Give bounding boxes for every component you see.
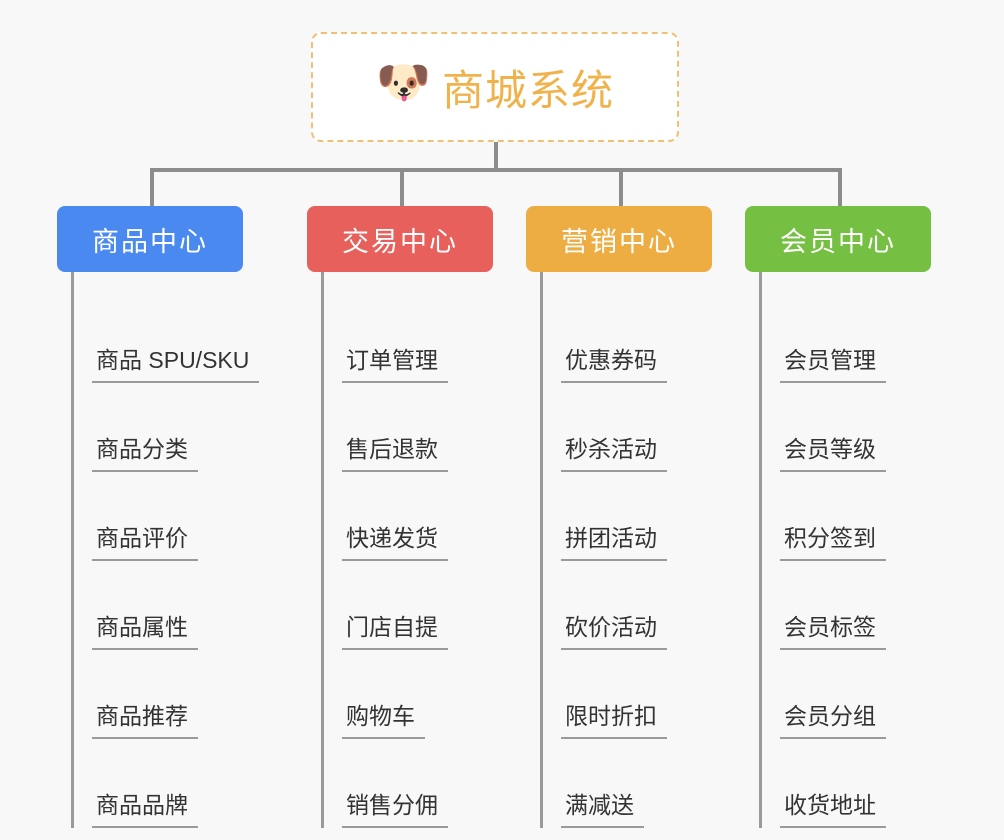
connector-drop-3 (619, 168, 623, 206)
list-item[interactable]: 秒杀活动 (543, 383, 712, 472)
leaf-label: 门店自提 (342, 613, 448, 650)
leaf-label: 售后退款 (342, 435, 448, 472)
list-item[interactable]: 拼团活动 (543, 472, 712, 561)
connector-horizontal-bus (150, 168, 840, 172)
list-item[interactable]: 商品评价 (74, 472, 243, 561)
connector-root-stem (494, 142, 498, 172)
leaf-list-1: 商品 SPU/SKU 商品分类 商品评价 商品属性 商品推荐 商品品牌 (71, 272, 260, 828)
leaf-label: 限时折扣 (561, 702, 667, 739)
leaf-label: 拼团活动 (561, 524, 667, 561)
category-header-1[interactable]: 商品中心 (57, 206, 243, 272)
list-item[interactable]: 门店自提 (324, 561, 493, 650)
category-label-3: 营销中心 (561, 226, 677, 257)
leaf-label: 快递发货 (342, 524, 448, 561)
leaf-label: 满减送 (561, 791, 644, 828)
list-item[interactable]: 商品 SPU/SKU (74, 294, 260, 383)
list-item[interactable]: 会员管理 (762, 294, 931, 383)
list-item[interactable]: 会员分组 (762, 650, 931, 739)
list-item[interactable]: 砍价活动 (543, 561, 712, 650)
leaf-label: 销售分佣 (342, 791, 448, 828)
leaf-label: 购物车 (342, 702, 425, 739)
category-header-4[interactable]: 会员中心 (745, 206, 931, 272)
list-item[interactable]: 积分签到 (762, 472, 931, 561)
list-item[interactable]: 限时折扣 (543, 650, 712, 739)
category-label-4: 会员中心 (780, 226, 896, 257)
category-column-商品中心: 商品中心 商品 SPU/SKU 商品分类 商品评价 商品属性 商品推荐 商品品牌 (57, 206, 260, 828)
list-item[interactable]: 优惠券码 (543, 294, 712, 383)
leaf-label: 商品评价 (92, 524, 198, 561)
list-item[interactable]: 商品属性 (74, 561, 243, 650)
list-item[interactable]: 售后退款 (324, 383, 493, 472)
list-item[interactable]: 商品分类 (74, 383, 243, 472)
list-item[interactable]: 会员标签 (762, 561, 931, 650)
leaf-label: 商品分类 (92, 435, 198, 472)
leaf-label: 优惠券码 (561, 346, 667, 383)
list-item[interactable]: 订单管理 (324, 294, 493, 383)
list-item[interactable]: 销售分佣 (324, 739, 493, 828)
leaf-label: 秒杀活动 (561, 435, 667, 472)
list-item[interactable]: 商品推荐 (74, 650, 243, 739)
category-column-营销中心: 营销中心 优惠券码 秒杀活动 拼团活动 砍价活动 限时折扣 满减送 (526, 206, 712, 828)
root-node[interactable]: 🐶 商城系统 (311, 32, 679, 142)
connector-drop-2 (400, 168, 404, 206)
leaf-list-2: 订单管理 售后退款 快递发货 门店自提 购物车 销售分佣 (321, 272, 493, 828)
leaf-label: 收货地址 (780, 791, 886, 828)
leaf-label: 会员分组 (780, 702, 886, 739)
leaf-list-3: 优惠券码 秒杀活动 拼团活动 砍价活动 限时折扣 满减送 (540, 272, 712, 828)
leaf-label: 积分签到 (780, 524, 886, 561)
leaf-label: 砍价活动 (561, 613, 667, 650)
category-label-1: 商品中心 (92, 226, 208, 257)
leaf-label: 商品属性 (92, 613, 198, 650)
connector-drop-1 (150, 168, 154, 206)
leaf-label: 商品品牌 (92, 791, 198, 828)
list-item[interactable]: 商品品牌 (74, 739, 243, 828)
category-column-会员中心: 会员中心 会员管理 会员等级 积分签到 会员标签 会员分组 收货地址 (745, 206, 931, 828)
leaf-label: 订单管理 (342, 346, 448, 383)
leaf-list-4: 会员管理 会员等级 积分签到 会员标签 会员分组 收货地址 (759, 272, 931, 828)
category-header-2[interactable]: 交易中心 (307, 206, 493, 272)
category-label-2: 交易中心 (342, 226, 458, 257)
list-item[interactable]: 满减送 (543, 739, 712, 828)
leaf-label: 会员管理 (780, 346, 886, 383)
list-item[interactable]: 快递发货 (324, 472, 493, 561)
leaf-label: 会员标签 (780, 613, 886, 650)
shiba-dog-icon: 🐶 (375, 58, 431, 107)
list-item[interactable]: 收货地址 (762, 739, 931, 828)
category-header-3[interactable]: 营销中心 (526, 206, 712, 272)
category-column-交易中心: 交易中心 订单管理 售后退款 快递发货 门店自提 购物车 销售分佣 (307, 206, 493, 828)
list-item[interactable]: 会员等级 (762, 383, 931, 472)
leaf-label: 商品 SPU/SKU (92, 346, 260, 383)
leaf-label: 会员等级 (780, 435, 886, 472)
connector-drop-4 (838, 168, 842, 206)
list-item[interactable]: 购物车 (324, 650, 493, 739)
root-title: 商城系统 (441, 66, 614, 114)
leaf-label: 商品推荐 (92, 702, 198, 739)
